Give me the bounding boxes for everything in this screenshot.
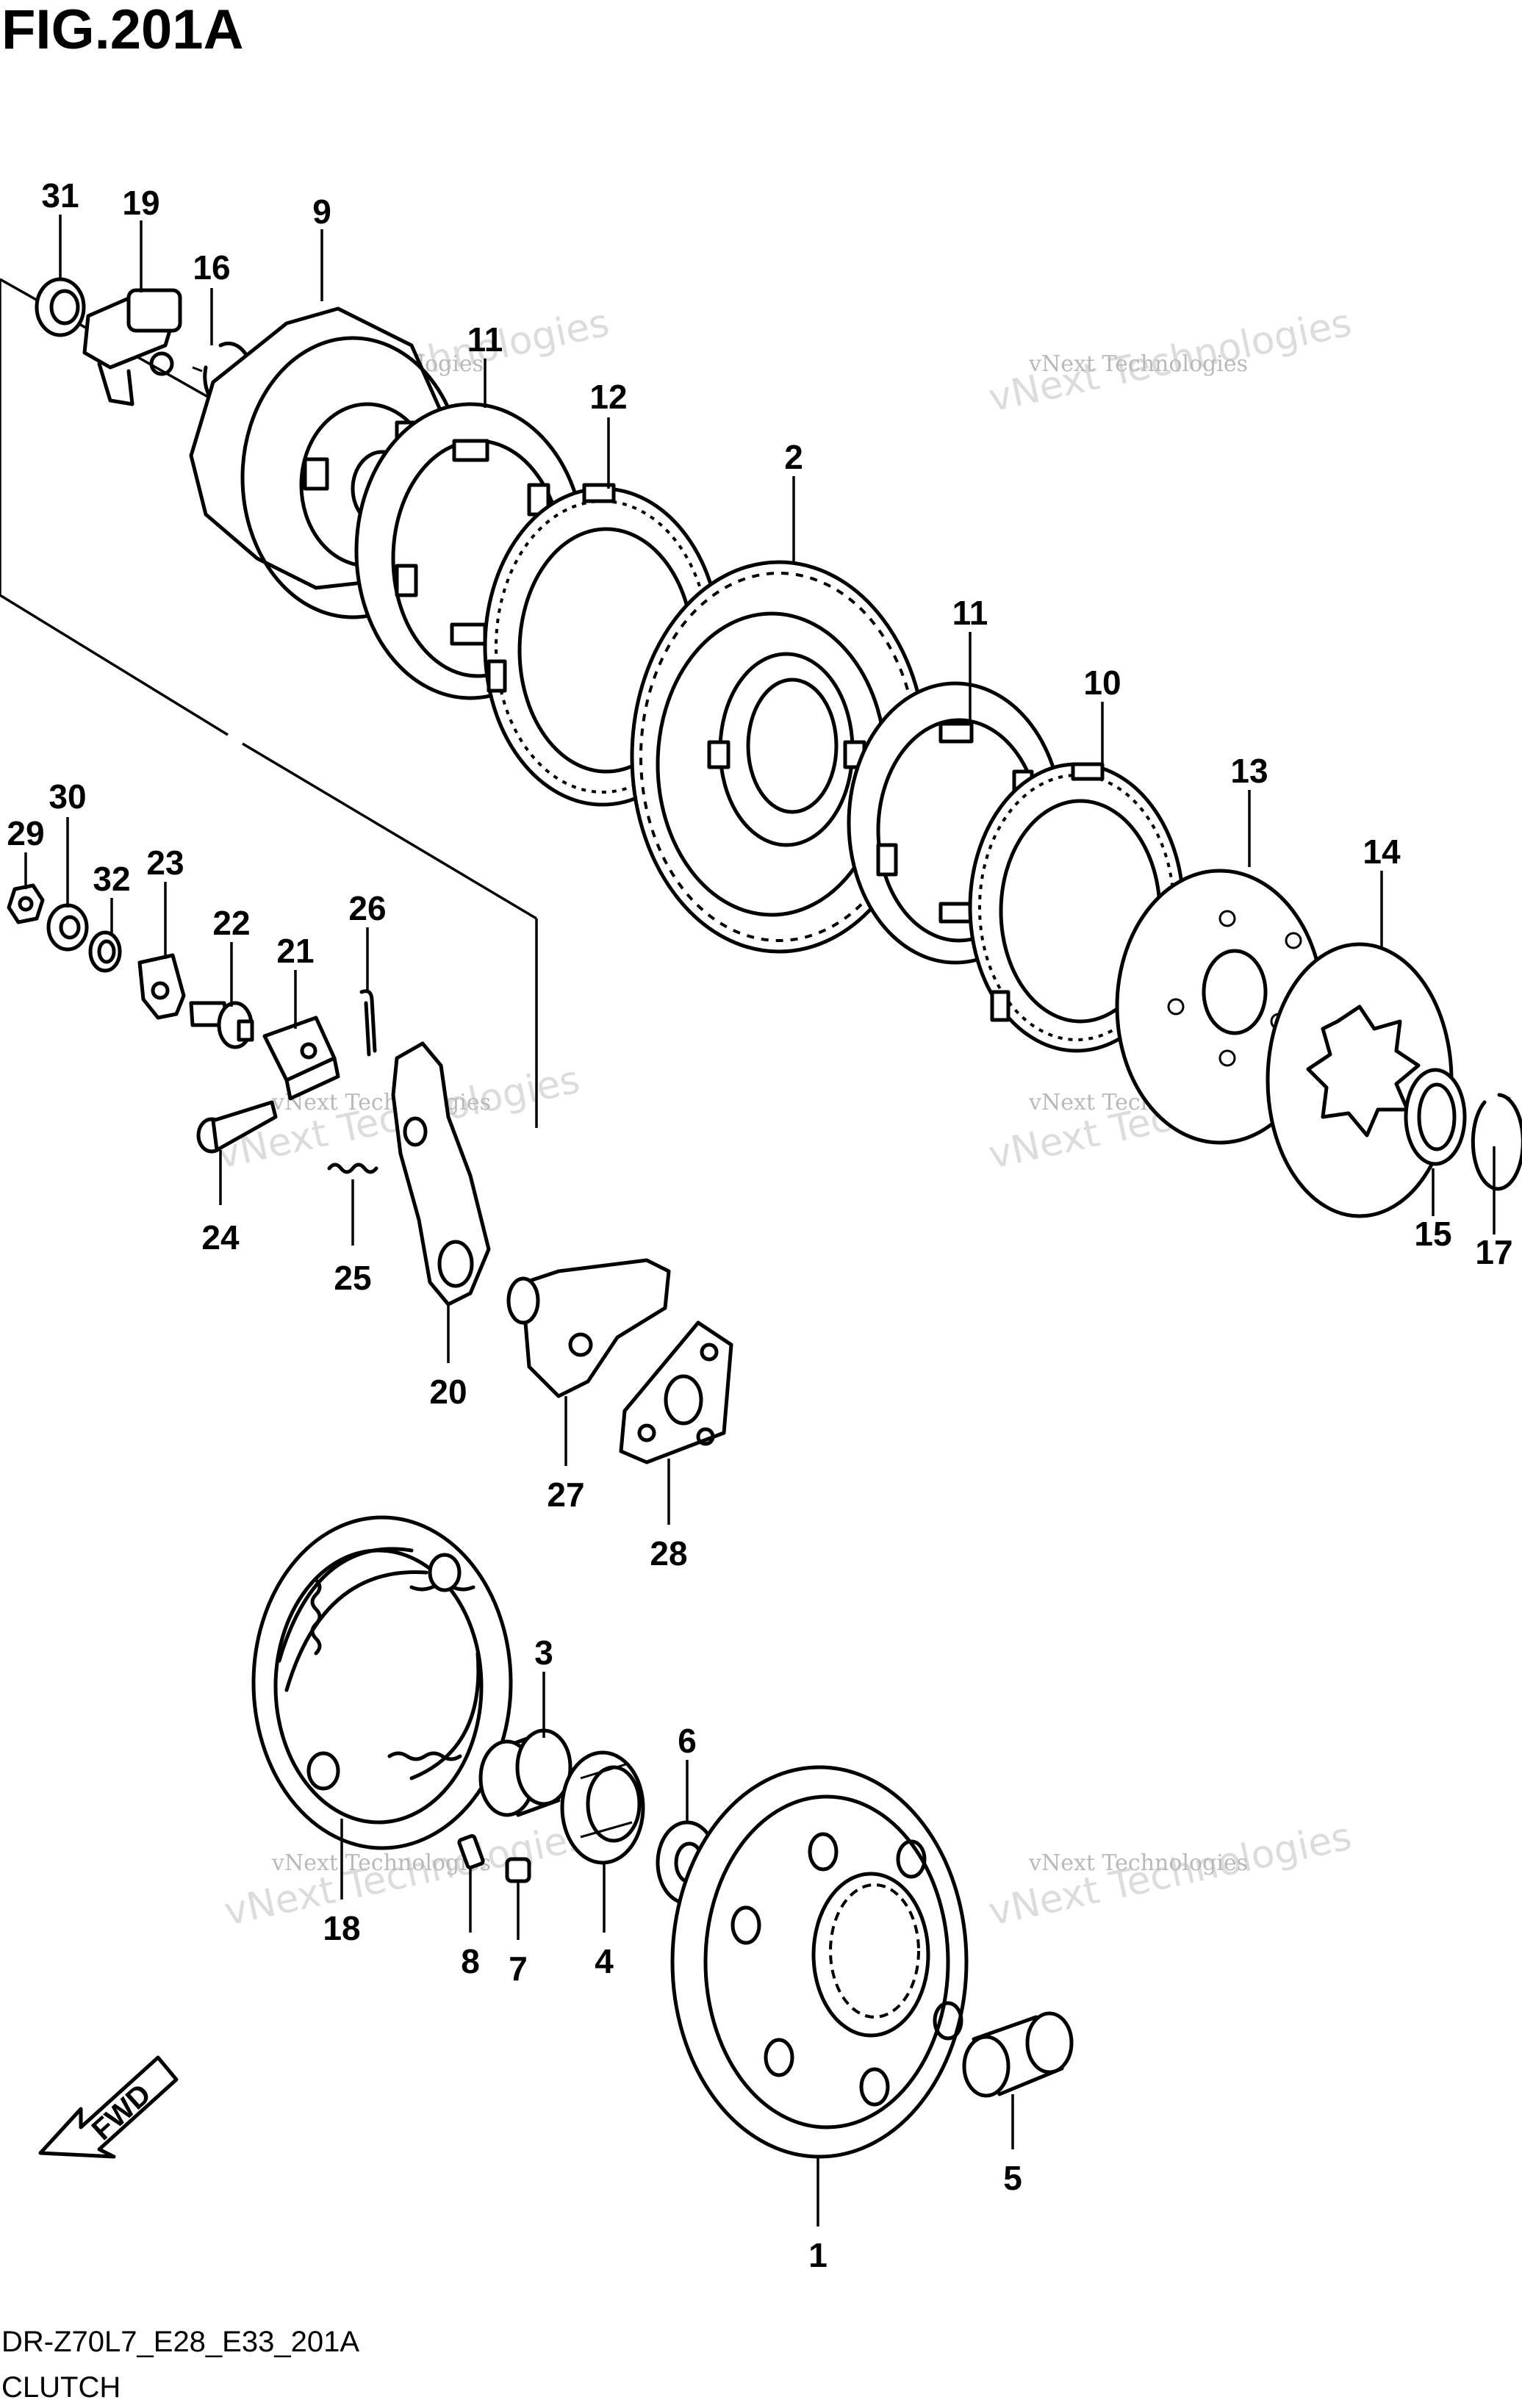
callout-23: 23: [146, 844, 184, 882]
part-8-pin: [457, 1834, 485, 1869]
callout-28: 28: [650, 1534, 687, 1573]
callout-1: 1: [808, 2236, 828, 2274]
part-20-release-lever: [391, 1041, 491, 1307]
part-4-one-way-clutch: [560, 1750, 645, 1865]
watermark-small-text: vNext Technologies: [1028, 1850, 1248, 1876]
callout-25: 25: [334, 1259, 371, 1297]
part-17-circlip: [1471, 1093, 1522, 1191]
callout-17: 17: [1475, 1233, 1512, 1271]
callout-19: 19: [122, 184, 159, 222]
callout-18: 18: [323, 1909, 360, 1947]
callout-3: 3: [534, 1634, 553, 1672]
part-15-washer: [1404, 1068, 1467, 1166]
part-30-washer: [46, 903, 89, 952]
callout-20: 20: [429, 1373, 467, 1411]
watermark-small-text: vNext Technologies: [271, 1090, 491, 1115]
watermark-small-text: vNext Technologies: [271, 1850, 491, 1876]
callout-11-lower: 11: [952, 594, 988, 632]
callout-27: 27: [547, 1476, 584, 1514]
callout-16: 16: [193, 248, 230, 287]
part-32-o-ring: [88, 930, 122, 973]
section-name: CLUTCH: [1, 2371, 121, 2404]
callout-4: 4: [595, 1942, 614, 1980]
part-25-spring: [327, 1162, 378, 1174]
callout-15: 15: [1414, 1215, 1451, 1253]
part-26-cotter-pin: [359, 989, 377, 1057]
watermark-small-text: vNext Technologies: [1028, 351, 1248, 377]
callout-labels: 31 19 16 9 11 12 2 11 10 13 14 15 17 30 …: [7, 176, 1512, 2274]
callout-21: 21: [276, 932, 314, 970]
callout-12: 12: [589, 378, 627, 416]
callout-24: 24: [201, 1218, 240, 1257]
callout-2: 2: [784, 438, 803, 476]
part-23-tab-washer: [137, 953, 186, 1020]
fwd-arrow: FWD: [38, 2055, 179, 2159]
part-27-release-cam-plate: [506, 1258, 671, 1398]
part-28-bracket-plate: [619, 1320, 733, 1464]
part-1-clutch-drum: [670, 1765, 969, 2159]
callout-22: 22: [212, 904, 250, 942]
part-29-nut: [7, 883, 45, 924]
part-5-sleeve: [962, 2011, 1074, 2098]
figure-title: FIG.201A: [1, 0, 243, 61]
callout-32: 32: [93, 860, 130, 898]
callout-14: 14: [1363, 833, 1401, 871]
callout-29: 29: [7, 814, 44, 852]
callout-8: 8: [461, 1942, 480, 1980]
part-19-release-cam: [82, 288, 182, 406]
watermark-2: vNext Technologies vNext Technologies: [985, 301, 1355, 421]
callout-7: 7: [509, 1949, 528, 1988]
callout-9: 9: [312, 193, 331, 231]
leader-lines: [24, 215, 1496, 2226]
part-21-lever-block: [262, 1016, 340, 1101]
callout-31: 31: [41, 176, 79, 215]
callout-5: 5: [1003, 2159, 1022, 2197]
model-code: DR-Z70L7_E28_E33_201A: [1, 2326, 359, 2358]
callout-30: 30: [49, 777, 86, 816]
callout-10: 10: [1083, 664, 1121, 702]
callout-11-upper: 11: [467, 320, 503, 359]
part-22-adjuster-bolt: [189, 1001, 254, 1049]
part-31-bearing: [35, 277, 86, 337]
callout-6: 6: [678, 1722, 697, 1760]
watermark-6: vNext Technologies vNext Technologies: [985, 1815, 1355, 1935]
part-24-clevis-pin: [196, 1100, 278, 1154]
callout-13: 13: [1230, 752, 1268, 790]
part-7-roller: [505, 1857, 531, 1883]
callout-26: 26: [348, 889, 386, 927]
part-18-clutch-shoe-assembly: [251, 1515, 513, 1850]
